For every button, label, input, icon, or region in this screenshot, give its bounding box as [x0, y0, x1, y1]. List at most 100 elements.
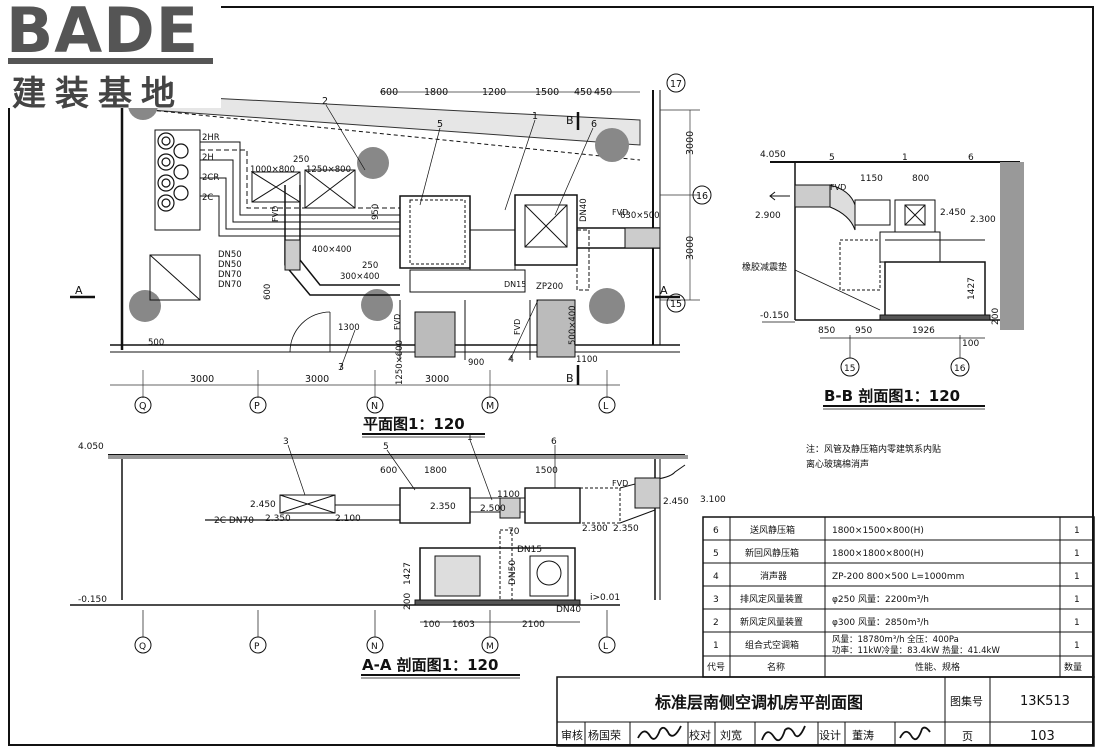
- aa-elev-top: 4.050: [78, 442, 104, 452]
- plan-dim-1500: 1500: [535, 87, 559, 98]
- bb-elev-top: 4.050: [760, 150, 786, 160]
- row5-no: 5: [713, 549, 719, 559]
- plan-axis-15: 15: [670, 299, 682, 310]
- duct-630x500: 630×500: [620, 211, 660, 221]
- aa-slope: i>0.01: [590, 593, 620, 603]
- row5-spec: 1800×1800×800(H): [832, 549, 924, 559]
- aa-misc-70: 70: [508, 527, 520, 537]
- aa-elev-5: 2.500: [480, 504, 506, 514]
- aa-dim-100: 100: [423, 620, 440, 630]
- review-name: 杨国荣: [588, 728, 621, 742]
- bb-axis-16: 16: [954, 364, 966, 374]
- atlas-label: 图集号: [950, 694, 983, 708]
- header-name: 名称: [767, 661, 785, 673]
- bb-elev-mid2: 2.300: [970, 215, 996, 225]
- drawing-title: 标准层南侧空调机房平剖面图: [654, 693, 863, 712]
- title-block-text: 标准层南侧空调机房平剖面图 图集号 13K513 页 103 审核 杨国荣 校对…: [561, 693, 1070, 744]
- row1-qty: 1: [1074, 641, 1080, 651]
- pipe-2c: 2C: [202, 193, 213, 203]
- page-number: 103: [1030, 729, 1055, 744]
- section-bb-labels: 4.050 2.900 2.450 2.300 -0.150 850 950 1…: [742, 150, 1001, 405]
- duct-500: 500: [148, 338, 164, 348]
- aa-callout-6: 6: [551, 437, 557, 447]
- aa-callout-5: 5: [383, 442, 389, 452]
- duct-500x400: 500×400: [568, 305, 578, 345]
- aa-misc-1427: 1427: [403, 562, 413, 585]
- plan-axis-17: 17: [670, 79, 682, 90]
- duct-600: 600: [263, 284, 273, 300]
- row4-name: 消声器: [760, 570, 787, 582]
- header-no: 代号: [707, 662, 725, 673]
- plan-right-dim-1: 3000: [685, 131, 696, 155]
- bb-callout-5: 5: [829, 153, 835, 163]
- pipe-2hr: 2HR: [202, 133, 220, 143]
- plan-right-dim-2: 3000: [685, 236, 696, 260]
- equipment-table-text: 6 送风静压箱 1800×1500×800(H) 1 5 新回风静压箱 1800…: [707, 524, 1082, 673]
- row6-spec: 1800×1500×800(H): [832, 526, 924, 536]
- page-label: 页: [962, 730, 973, 743]
- duct-900: 900: [468, 358, 484, 368]
- plan-section-a-right: A: [660, 284, 668, 297]
- note-line-2: 离心玻璃棉消声: [806, 458, 869, 470]
- brand-logo-word: BADE: [6, 0, 200, 67]
- plan-callout-5: 5: [437, 119, 443, 130]
- row2-qty: 1: [1074, 618, 1080, 628]
- duct-950: 950: [371, 204, 381, 220]
- duct-1300: 1300: [338, 323, 360, 333]
- pipe-dn70b: DN70: [218, 280, 242, 290]
- plan-dim-1200: 1200: [482, 87, 506, 98]
- duct-1000x800: 1000×800: [250, 165, 295, 175]
- signature-review: [637, 725, 682, 740]
- plan-dim-600: 600: [380, 87, 398, 98]
- plan-axis-16: 16: [696, 191, 708, 202]
- row5-qty: 1: [1074, 549, 1080, 559]
- duct-400x400: 400×400: [312, 245, 352, 255]
- plan-dim-450a: 450: [574, 87, 592, 98]
- row4-spec: ZP-200 800×500 L=1000mm: [832, 572, 964, 582]
- bb-elev-duct: 2.900: [755, 211, 781, 221]
- aa-elev-6: 2.300: [582, 524, 608, 534]
- header-spec: 性能、规格: [915, 661, 960, 673]
- aa-elev-2: 2.350: [265, 514, 291, 524]
- signature-design: [899, 726, 931, 741]
- aa-elev-low: -0.150: [78, 595, 107, 605]
- aa-dim-1500: 1500: [535, 466, 558, 476]
- plan-axis-m: M: [486, 401, 494, 412]
- pipe-2h: 2H: [202, 153, 214, 163]
- aa-misc-dn50: DN50: [508, 560, 518, 585]
- row3-no: 3: [713, 595, 719, 605]
- design-label: 设计: [819, 729, 841, 742]
- row2-no: 2: [713, 618, 719, 628]
- row1-spec: 风量：18780m³/h 全压：400Pa: [832, 634, 959, 645]
- plan-section-a-left: A: [75, 284, 83, 297]
- bb-dim-100: 100: [962, 339, 979, 349]
- row2-name: 新风定风量装置: [740, 616, 803, 628]
- bb-dim-200: 200: [991, 308, 1001, 325]
- duct-dn40: DN40: [579, 198, 589, 222]
- pipe-2cr: 2CR: [202, 173, 219, 183]
- pipe-dn70a: DN70: [218, 270, 242, 280]
- row2-spec: φ300 风量：2850m³/h: [832, 617, 929, 628]
- duct-250b: 250: [362, 261, 378, 271]
- duct-1100: 1100: [576, 355, 598, 365]
- plan-callout-6: 6: [591, 119, 597, 130]
- bb-dim-1427: 1427: [967, 277, 977, 300]
- aa-fvd: FVD: [612, 479, 628, 488]
- aa-elev-3: 2.100: [335, 514, 361, 524]
- plan-section-b-top: B: [566, 114, 574, 127]
- plan-callout-1: 1: [532, 111, 538, 122]
- brand-logo-subtitle: 建装基地: [12, 74, 184, 114]
- brand-logo-bar: [8, 58, 213, 64]
- plan-fvd-4: FVD: [612, 208, 628, 217]
- duct-1250x600: 1250×600: [395, 340, 405, 385]
- aa-dim-600: 600: [380, 466, 397, 476]
- aa-elev-7: 2.350: [613, 524, 639, 534]
- plan-dim-3000a: 3000: [190, 374, 214, 385]
- section-aa-view: [70, 439, 688, 654]
- row3-qty: 1: [1074, 595, 1080, 605]
- bb-axis-15: 15: [844, 364, 855, 374]
- row4-no: 4: [713, 572, 719, 582]
- aa-misc-dn15: DN15: [517, 545, 542, 555]
- row3-spec: φ250 风量：2200m³/h: [832, 594, 929, 605]
- duct-1250x800: 1250×800: [306, 165, 351, 175]
